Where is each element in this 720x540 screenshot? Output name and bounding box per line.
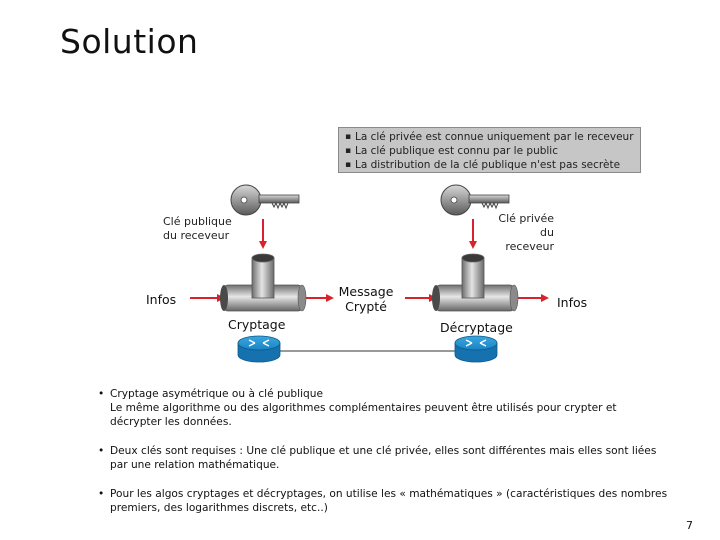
explanation-item: Pour les algos cryptages et décryptages,… [96,487,686,515]
key-fact-item: La distribution de la clé publique n'est… [345,158,634,172]
key-icon [230,184,300,216]
router-icon [237,335,281,363]
router-icon [454,335,498,363]
slide-title: Solution [60,22,199,61]
decryptage-label: Décryptage [440,320,513,335]
pipe-icon [432,253,519,312]
page-number: 7 [686,519,693,532]
infos-output-label: Infos [557,295,588,310]
flow-arrows [190,219,549,302]
cryptage-label: Cryptage [228,317,286,332]
key-fact-item: La clé privée est connue uniquement par … [345,130,634,144]
message-crypte-label: Message Crypté [338,284,394,314]
infos-input-label: Infos [146,292,177,307]
explanation-item: Deux clés sont requises : Une clé publiq… [96,444,686,472]
explanation-item: Cryptage asymétrique ou à clé publique L… [96,387,686,429]
pipe-icon [220,253,307,312]
public-key-label: Clé publique du receveur [163,215,232,242]
encryption-diagram [190,184,549,363]
private-key-label: Clé privée du receveur [498,212,554,253]
key-facts-box: La clé privée est connue uniquement par … [338,127,641,173]
key-fact-item: La clé publique est connu par le public [345,144,634,158]
explanation-list: Cryptage asymétrique ou à clé publique L… [96,387,686,530]
key-icon [440,184,510,216]
